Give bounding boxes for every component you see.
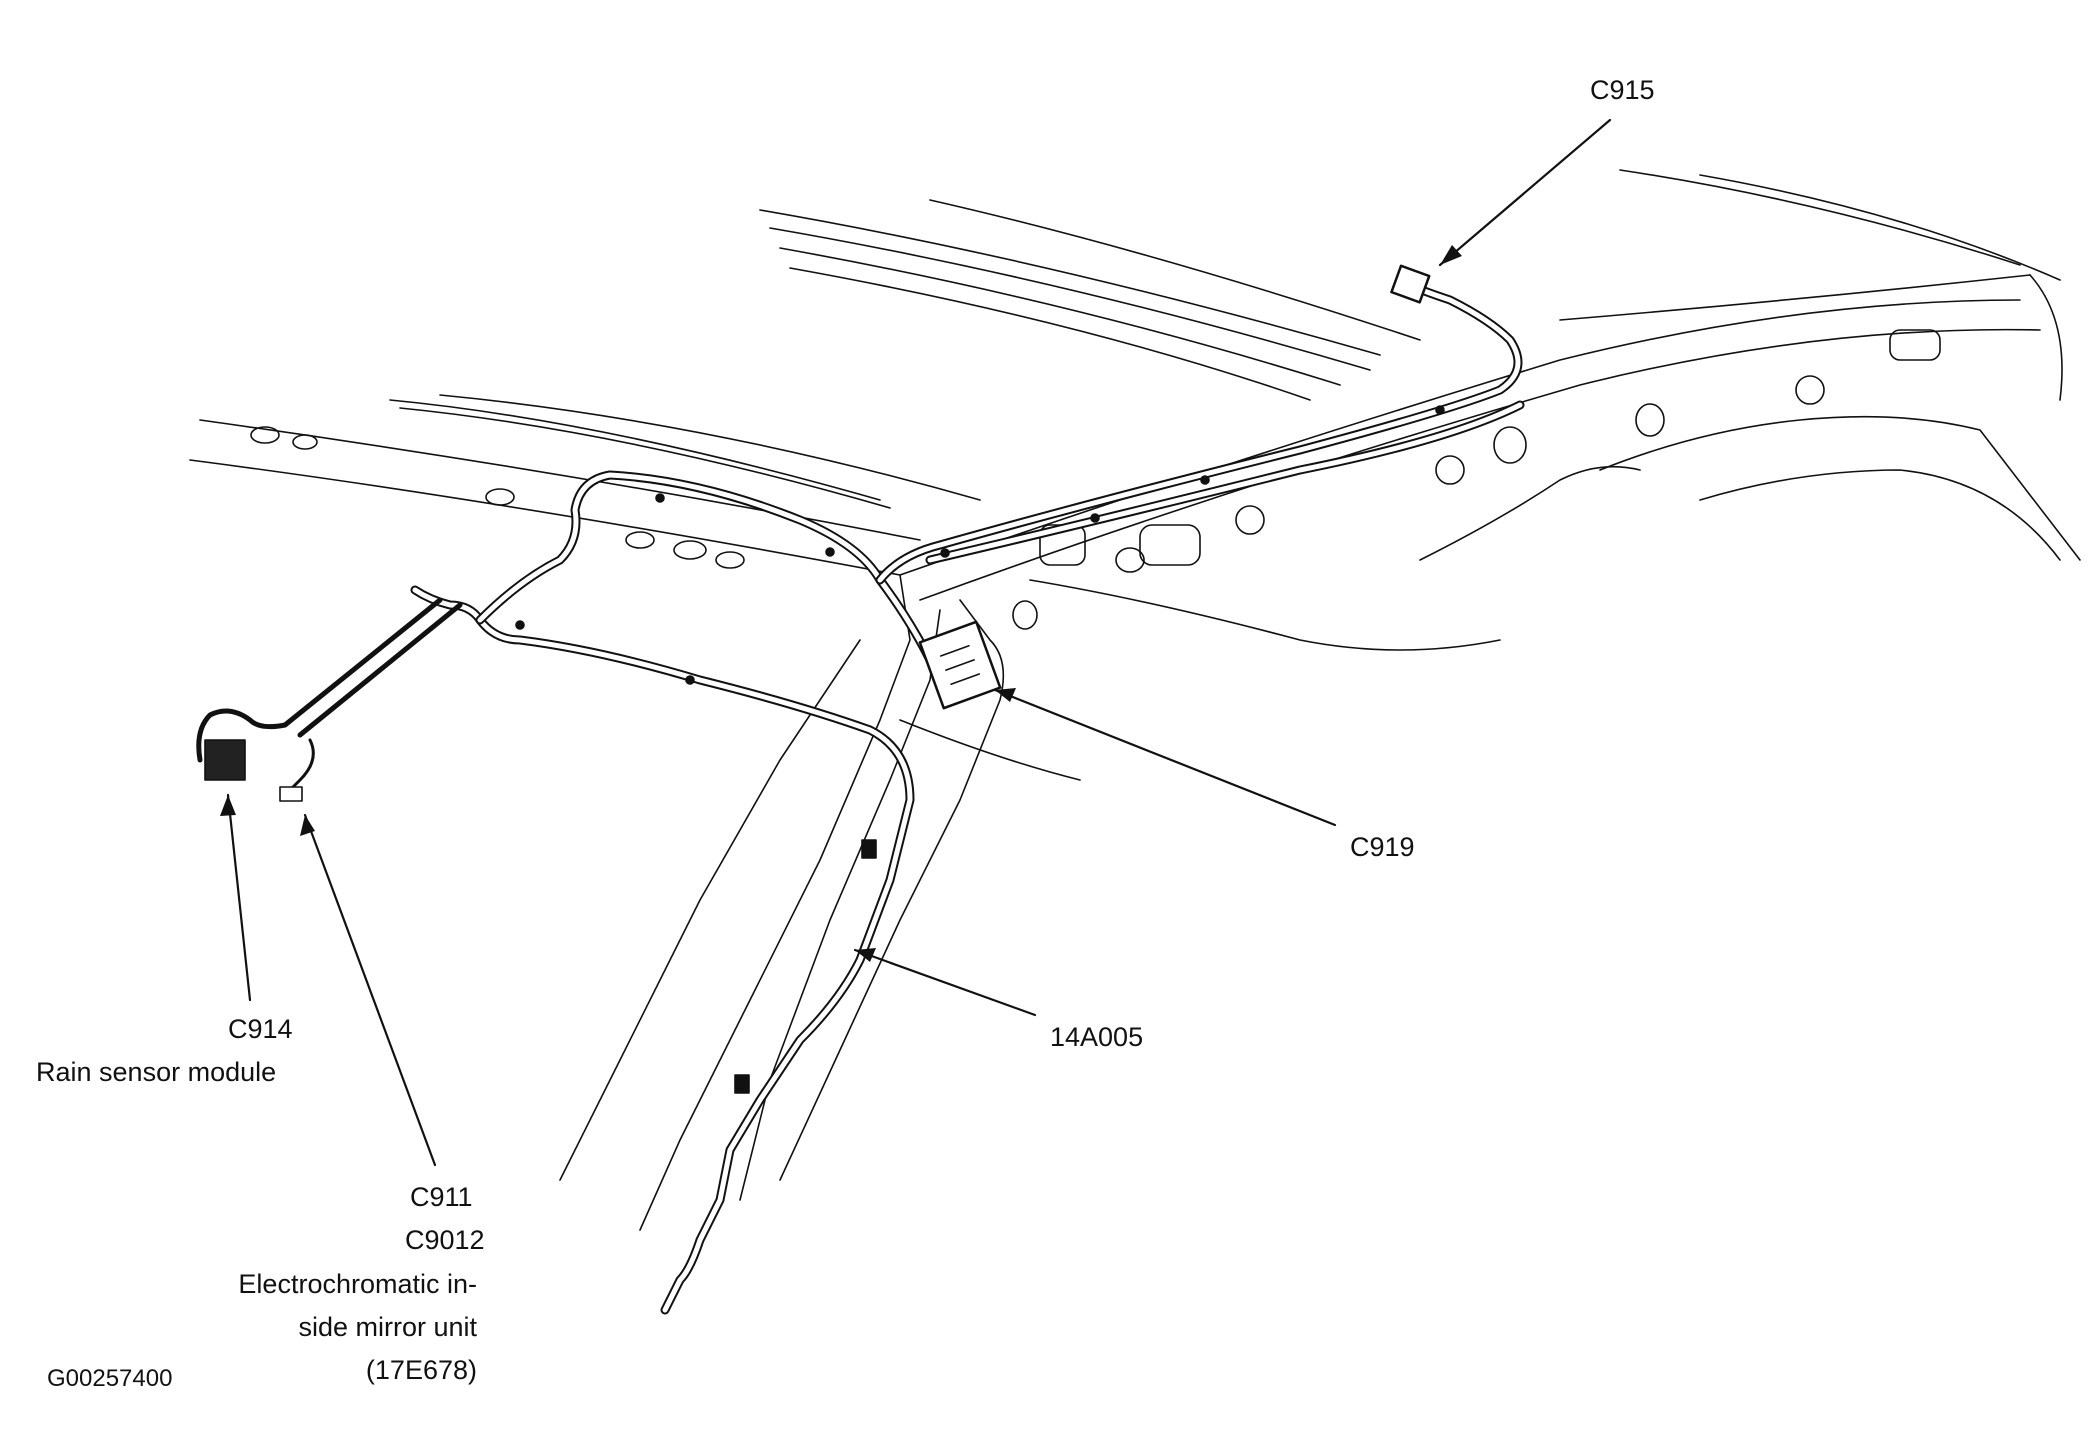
label-c919: C919: [1350, 832, 1415, 862]
c911-connector-shape: [279, 786, 303, 802]
roof-panel-lines: [389, 169, 2063, 509]
label-c914: C914: [228, 1014, 293, 1044]
label-harness-14a005: 14A005: [1050, 1022, 1144, 1052]
label-mirror-line2: side mirror unit: [298, 1312, 477, 1342]
c915-connector-shape: [1390, 264, 1431, 304]
c914-connector-shape: [204, 739, 246, 781]
label-mirror-line1: Electrochromatic in-: [238, 1269, 477, 1299]
label-mirror-line3: (17E678): [365, 1355, 477, 1385]
leader-arrows: [226, 118, 1612, 1167]
c919-connector-shape: [918, 620, 1002, 710]
connector-shapes: [204, 264, 1431, 802]
label-c915: C915: [1590, 75, 1655, 105]
header-frame-lines: [189, 299, 2081, 1231]
figure-id: G00257400: [47, 1365, 173, 1392]
label-c9012: C9012: [405, 1225, 485, 1255]
label-c911: C911: [410, 1182, 473, 1212]
panel-holes: [250, 329, 1941, 630]
arrow-heads: [220, 245, 1462, 962]
wire-harness-14A005: [196, 280, 1525, 1315]
harness-clips: [515, 405, 1445, 1094]
label-rain-sensor-module: Rain sensor module: [36, 1057, 277, 1087]
